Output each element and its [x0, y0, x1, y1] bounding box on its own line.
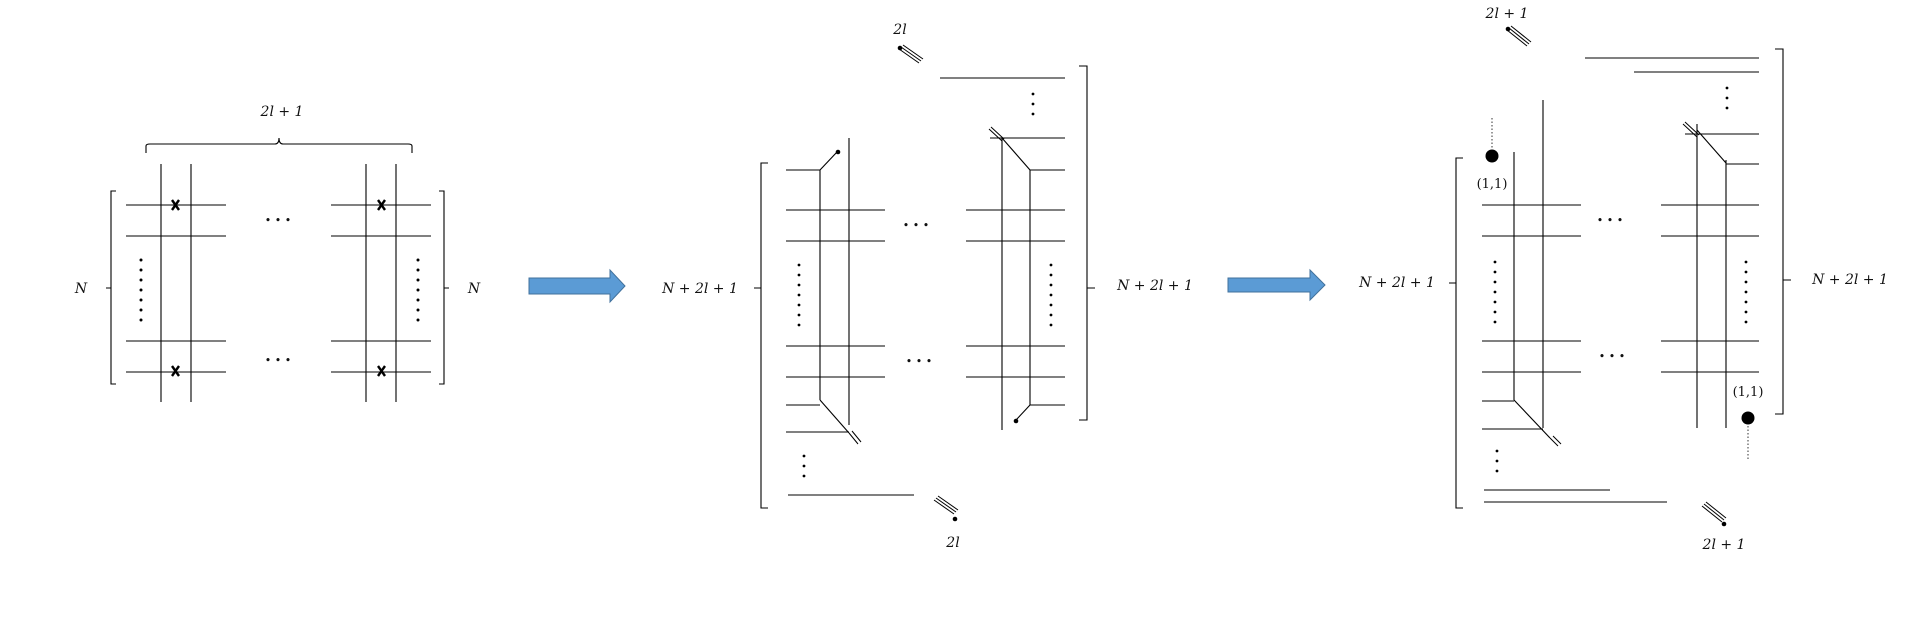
panel3-left-bracket [1449, 157, 1463, 509]
nine-brane-stack [848, 430, 862, 445]
nine-brane-stack [1506, 25, 1532, 47]
panel1-top-brace [145, 137, 413, 153]
d5-brane [819, 399, 850, 434]
panel3-right-label: N + 2l + 1 [1811, 272, 1888, 288]
brane-endpoint [952, 516, 958, 522]
vertical-dots [797, 263, 801, 327]
panel2-right-label: N + 2l + 1 [1116, 278, 1193, 294]
nine-brane-stack [1701, 501, 1727, 523]
seven-brane-charge [1485, 149, 1499, 163]
ellipsis: • • • [906, 355, 932, 368]
panel2-left-bracket [754, 162, 768, 509]
panel3-right-bracket [1775, 48, 1791, 415]
nine-brane-stack [1549, 435, 1562, 447]
vertical-dots [1049, 263, 1053, 327]
panel2-left-label: N + 2l + 1 [661, 281, 738, 297]
panel3-bottom-label: 2l + 1 [1702, 537, 1746, 553]
brane-endpoint [1721, 521, 1727, 527]
d5-brane [819, 151, 838, 171]
panel2-top-label: 2l [892, 22, 906, 38]
brane-endpoint [897, 45, 903, 51]
panel1-left-bracket [106, 190, 116, 385]
panel2-right-bracket [1079, 65, 1095, 421]
cross-marker [171, 365, 180, 377]
panel-3: 2l + 1 2l + 1 N + 2l + 1 N + 2l + 1 (1,1… [1358, 6, 1888, 553]
vertical-dots [1725, 86, 1729, 110]
seven-brane-charge [1741, 411, 1755, 425]
ellipsis: • • • [903, 219, 929, 232]
panel2-bottom-label: 2l [945, 535, 959, 551]
cross-marker [171, 199, 180, 211]
transition-arrow [1227, 268, 1326, 302]
vertical-dots [416, 258, 420, 322]
nine-brane-stack [1682, 121, 1700, 138]
charge-bottom-label: (1,1) [1733, 385, 1764, 400]
panel-2: 2l 2l N + 2l + 1 N + 2l + 1 [661, 22, 1193, 551]
d5-brane [1001, 137, 1031, 171]
charge-top-label: (1,1) [1477, 177, 1508, 192]
panel3-left-label: N + 2l + 1 [1358, 275, 1435, 291]
d5-brane [1015, 404, 1031, 421]
panel3-top-label: 2l + 1 [1485, 6, 1529, 22]
nine-brane-stack [898, 44, 924, 64]
vertical-dots [1744, 260, 1748, 324]
vertical-dots [1493, 260, 1497, 324]
vertical-dots [802, 454, 806, 478]
vertical-dots [139, 258, 143, 322]
brane-endpoint [1505, 26, 1511, 32]
panel-1: 2l + 1 N N • • • • • • [74, 104, 481, 402]
panel1-right-label: N [467, 281, 481, 297]
panel1-right-bracket [439, 190, 449, 385]
panel1-top-label: 2l + 1 [260, 104, 304, 120]
ellipsis: • • • [1597, 214, 1623, 227]
d5-brane [1696, 129, 1727, 164]
nine-brane-stack [988, 126, 1005, 142]
vertical-dots [1495, 449, 1499, 473]
d5-brane [1513, 399, 1551, 439]
brane-endpoint [835, 149, 841, 155]
transition-arrow [528, 268, 626, 304]
panel1-left-label: N [74, 281, 88, 297]
ellipsis: • • • [265, 214, 291, 227]
cross-marker [377, 199, 386, 211]
ellipsis: • • • [265, 354, 291, 367]
ellipsis: • • • [1599, 350, 1625, 363]
nine-brane-stack [933, 495, 959, 515]
cross-marker [377, 365, 386, 377]
brane-endpoint [1013, 418, 1019, 424]
vertical-dots [1031, 92, 1035, 116]
